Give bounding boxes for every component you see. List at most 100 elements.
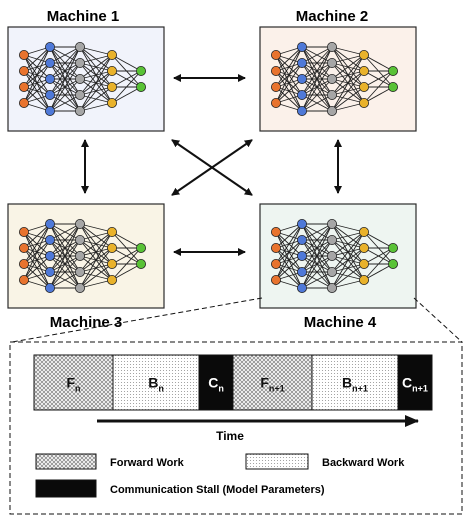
network-node-hidden1 [45, 234, 56, 245]
network-node-input [18, 274, 29, 285]
machine-2-label: Machine 2 [296, 8, 369, 25]
network-node-hidden2 [326, 58, 337, 69]
machine-1-background [7, 26, 165, 132]
timeline-block-label: Cn [208, 375, 224, 394]
network-node-hidden3 [107, 226, 118, 237]
network-node-hidden2 [326, 266, 337, 277]
link-m2-m3 [171, 139, 253, 196]
network-node-hidden2 [326, 106, 337, 117]
machine-4-background [259, 203, 417, 309]
network-node-hidden2 [75, 42, 86, 53]
machine-3-box [7, 203, 165, 309]
network-node-hidden1 [296, 250, 307, 261]
timeline-block-backward [311, 354, 399, 411]
network-node-hidden2 [75, 74, 86, 85]
network-node-hidden3 [358, 82, 369, 93]
timeline-block-backward [112, 354, 200, 411]
network-node-hidden1 [45, 74, 56, 85]
machine-1-label: Machine 1 [47, 8, 120, 25]
network-node-input [18, 66, 29, 77]
network-node-hidden1 [296, 282, 307, 293]
time-axis-label: Time [216, 429, 244, 443]
network-node-input [270, 226, 281, 237]
network-node-hidden1 [45, 58, 56, 69]
network-node-hidden2 [326, 218, 337, 229]
network-node-hidden2 [75, 234, 86, 245]
machine-1-edges [23, 46, 142, 112]
network-node-hidden3 [358, 258, 369, 269]
timeline-block-label: Bn [148, 375, 164, 394]
network-node-hidden3 [107, 50, 118, 61]
network-node-hidden1 [45, 250, 56, 261]
machine-4-label: Machine 4 [304, 314, 377, 331]
timeline-block-comm [198, 354, 234, 411]
network-node-hidden3 [107, 242, 118, 253]
network-node-input [18, 82, 29, 93]
network-node-hidden2 [326, 282, 337, 293]
network-node-hidden1 [296, 42, 307, 53]
network-node-hidden1 [45, 90, 56, 101]
network-node-hidden2 [326, 42, 337, 53]
network-node-input [270, 242, 281, 253]
network-node-hidden3 [107, 82, 118, 93]
network-node-output [135, 82, 146, 93]
network-node-input [270, 50, 281, 61]
network-node-hidden2 [75, 282, 86, 293]
timeline-block-label: Fn [66, 375, 80, 394]
network-node-hidden2 [75, 106, 86, 117]
network-node-output [387, 242, 398, 253]
machine-3-label: Machine 3 [50, 314, 123, 331]
machine-2-box [259, 26, 417, 132]
network-node-hidden3 [107, 98, 118, 109]
network-node-hidden1 [296, 218, 307, 229]
network-node-hidden2 [75, 90, 86, 101]
network-node-hidden1 [296, 266, 307, 277]
network-node-hidden2 [326, 250, 337, 261]
network-node-hidden2 [75, 250, 86, 261]
network-node-hidden2 [75, 218, 86, 229]
network-node-hidden3 [358, 50, 369, 61]
network-node-hidden1 [45, 42, 56, 53]
network-node-hidden3 [358, 242, 369, 253]
network-node-input [270, 66, 281, 77]
network-node-hidden2 [326, 90, 337, 101]
network-node-input [18, 258, 29, 269]
legend-comm-label: Communication Stall (Model Parameters) [110, 484, 325, 496]
legend-comm-swatch [35, 479, 97, 498]
network-node-output [387, 66, 398, 77]
network-node-hidden3 [358, 98, 369, 109]
network-node-hidden1 [296, 106, 307, 117]
network-node-hidden3 [107, 66, 118, 77]
network-node-output [135, 66, 146, 77]
timeline-block-forward [232, 354, 313, 411]
timeline-block-label: Cn+1 [402, 375, 428, 394]
machine-3-background [7, 203, 165, 309]
legend-backward-swatch [245, 453, 309, 470]
network-node-output [387, 82, 398, 93]
network-node-hidden1 [296, 90, 307, 101]
network-node-hidden3 [107, 274, 118, 285]
legend-backward-label: Backward Work [322, 457, 405, 469]
machine-2-background [259, 26, 417, 132]
timeline-block-label: Bn+1 [342, 375, 368, 394]
network-node-input [18, 50, 29, 61]
network-node-hidden2 [75, 58, 86, 69]
timeline-panel [9, 341, 463, 515]
machine-links [81, 74, 342, 256]
machine-4-box [259, 203, 417, 309]
network-node-hidden1 [296, 234, 307, 245]
network-node-hidden1 [296, 58, 307, 69]
network-node-hidden1 [45, 266, 56, 277]
network-node-hidden1 [296, 74, 307, 85]
zoom-callout-lines [11, 297, 463, 343]
network-node-input [18, 98, 29, 109]
machine-1-box [7, 26, 165, 132]
network-node-input [270, 98, 281, 109]
network-node-hidden3 [107, 258, 118, 269]
network-node-hidden2 [326, 74, 337, 85]
network-node-hidden3 [358, 226, 369, 237]
machine-4-edges [275, 223, 394, 289]
network-node-output [135, 242, 146, 253]
